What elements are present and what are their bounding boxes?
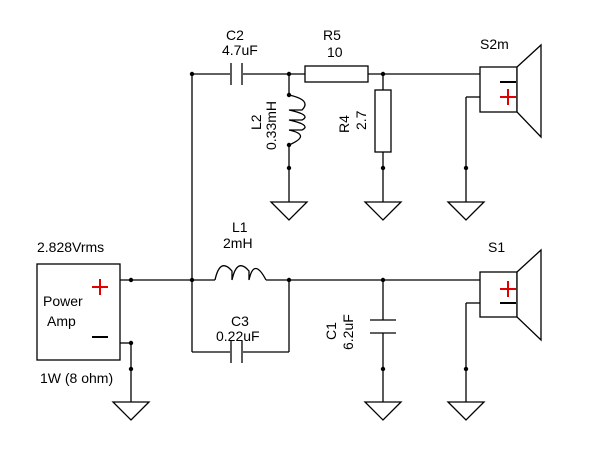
r5-value: 10 <box>327 44 343 60</box>
capacitor-icon <box>230 341 243 363</box>
inductor-icon <box>288 94 306 146</box>
s1-ref: S1 <box>488 239 505 255</box>
source-voltage: 2.828Vrms <box>37 239 104 255</box>
junction-dot <box>128 340 134 346</box>
junction-dot <box>189 71 195 77</box>
l2-value: 0.33mH <box>263 101 279 150</box>
c1-ref: C1 <box>323 322 339 340</box>
c2-value: 4.7uF <box>222 42 258 58</box>
resistor-icon <box>304 65 369 83</box>
ground-icon <box>269 201 309 221</box>
c3-ref: C3 <box>231 313 249 329</box>
resistor-icon <box>374 89 392 153</box>
ground-icon <box>111 401 151 421</box>
power-amp-source: 2.828Vrms Power Amp 1W (8 ohm) <box>36 239 121 386</box>
inductor-l1: L1 2mH <box>214 219 267 281</box>
l1-value: 2mH <box>223 235 253 251</box>
junction-dot <box>286 277 292 283</box>
junction-dot <box>286 165 292 171</box>
c2-ref: C2 <box>226 27 244 43</box>
speaker-icon <box>479 43 542 139</box>
capacitor-c2: C2 4.7uF <box>222 27 258 85</box>
c3-value: 0.22uF <box>216 328 260 344</box>
capacitor-c1: C1 6.2uF <box>323 314 396 350</box>
grounds <box>111 201 486 421</box>
junction-dot <box>463 165 469 171</box>
junction-dot <box>380 71 386 77</box>
speaker-s1: S1 <box>479 239 542 342</box>
junction-dot <box>380 165 386 171</box>
junction-dot <box>128 366 134 372</box>
resistor-r5: R5 10 <box>304 27 369 83</box>
source-label-line2: Amp <box>47 313 76 329</box>
s2m-ref: S2m <box>480 36 509 52</box>
r5-ref: R5 <box>323 27 341 43</box>
ground-icon <box>363 201 403 221</box>
source-label-line1: Power <box>43 293 83 309</box>
inductor-l2: L2 0.33mH <box>248 94 306 150</box>
junction-dot <box>286 71 292 77</box>
ground-icon <box>446 201 486 221</box>
ground-icon <box>363 401 403 421</box>
junction-dot <box>463 366 469 372</box>
junction-dots <box>128 71 469 372</box>
r4-ref: R4 <box>336 115 352 133</box>
capacitor-c3: C3 0.22uF <box>216 313 260 363</box>
speaker-s2m: S2m <box>479 36 542 139</box>
capacitor-icon <box>230 63 243 85</box>
c1-value: 6.2uF <box>340 314 356 350</box>
junction-dot <box>380 277 386 283</box>
junction-dot <box>128 277 134 283</box>
speaker-icon <box>479 248 542 342</box>
junction-dot <box>380 366 386 372</box>
plus-sign-icon <box>92 279 108 295</box>
junction-dot <box>189 277 195 283</box>
l2-ref: L2 <box>248 114 264 130</box>
inductor-icon <box>214 265 267 281</box>
l1-ref: L1 <box>232 219 248 235</box>
ground-icon <box>446 401 486 421</box>
r4-value: 2.7 <box>353 110 369 130</box>
source-rating: 1W (8 ohm) <box>40 370 113 386</box>
capacitor-icon <box>370 319 396 334</box>
power-amp-box <box>36 263 121 361</box>
resistor-r4: R4 2.7 <box>336 89 392 153</box>
